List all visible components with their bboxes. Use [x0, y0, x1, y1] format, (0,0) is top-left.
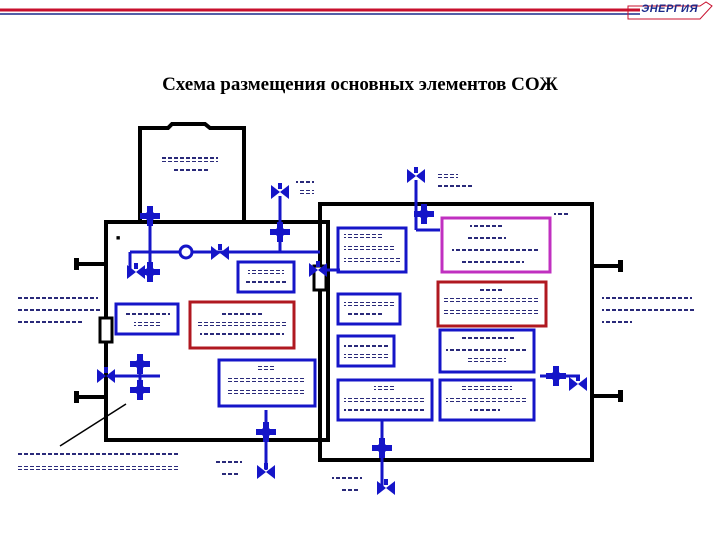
fitting-icon [270, 222, 290, 242]
left-module: ■ [74, 122, 330, 442]
callout-labels [16, 174, 694, 492]
fitting-icon [130, 380, 150, 400]
fitting-icon [372, 438, 392, 458]
valve-icon [377, 479, 395, 495]
header-lines [0, 1, 713, 20]
magenta-unit [440, 216, 552, 274]
valves [97, 167, 587, 495]
docking-label [162, 157, 218, 162]
energia-logo: ЭНЕРГИЯ [641, 3, 698, 15]
header-bar: ЭНЕРГИЯ [0, 0, 720, 24]
red-units [188, 280, 548, 350]
fitting-icon [546, 366, 566, 386]
unit-labels [124, 224, 540, 412]
fitting-icon [130, 354, 150, 374]
right-module [312, 202, 623, 462]
slide-title: Схема размещения основных элементов СОЖ [162, 74, 558, 95]
left-module-tag: ■ [116, 235, 120, 242]
blue-units [114, 226, 536, 422]
pump-icon [178, 244, 194, 260]
valve-icon [257, 463, 275, 479]
